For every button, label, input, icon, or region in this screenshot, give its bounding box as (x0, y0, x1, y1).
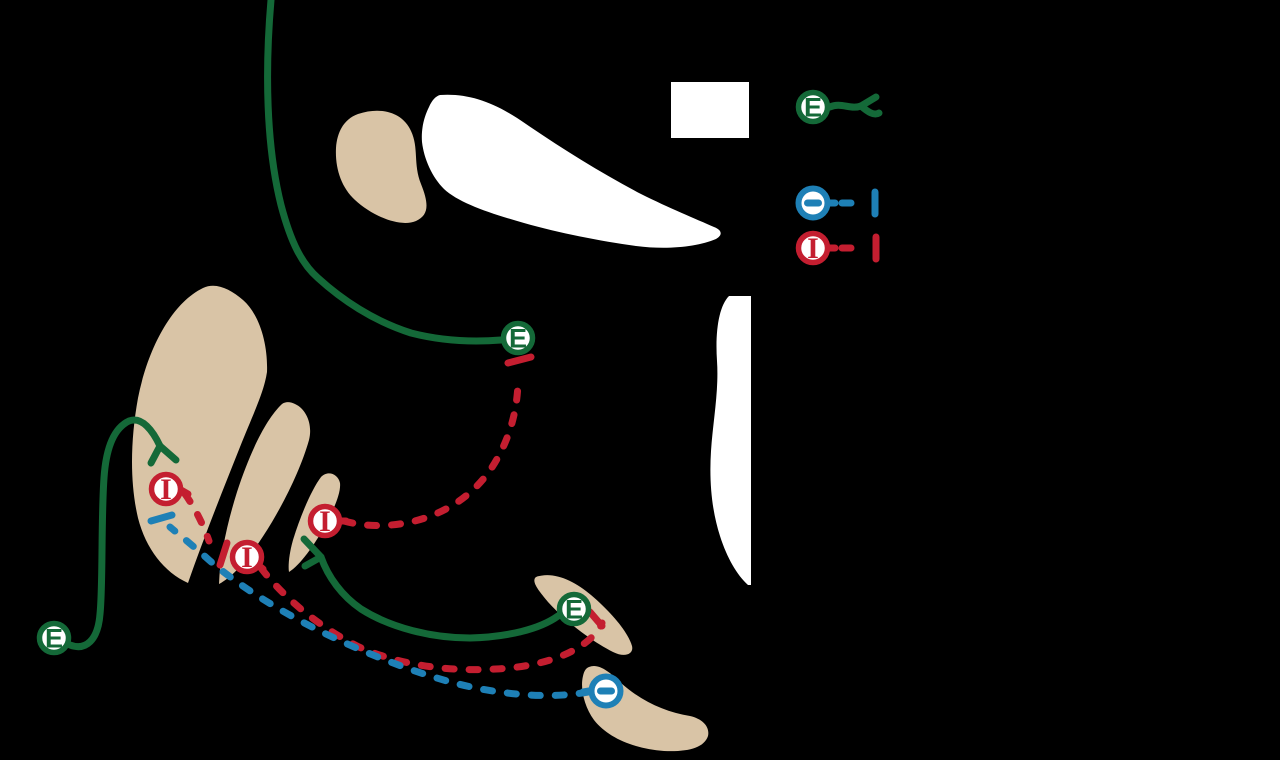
inhibitory-neuron-pallidum-ext-node: I (229, 539, 265, 575)
node-ring (36, 620, 72, 656)
node-ring (556, 591, 592, 627)
modulatory-axons (147, 188, 879, 699)
node-symbol: E (565, 595, 583, 625)
excitatory-axons (66, 0, 883, 650)
legend-modulatory-key (795, 185, 831, 221)
modulatory-neuron-nigra-node (588, 673, 624, 709)
lower-left-loop-fork (147, 442, 180, 467)
striatum-to-external-pallidum-terminal-bar (216, 539, 231, 569)
node-ring (795, 89, 831, 125)
external-pallidum-to-subthalamic-axon (257, 564, 606, 674)
top-arc-into-thalamic-node-axon (264, 0, 505, 345)
inhibitory-axons (177, 233, 880, 674)
node-symbol: I (160, 473, 172, 506)
legend: E I (795, 89, 831, 266)
node-symbol: E (509, 324, 527, 354)
minus-symbol (804, 199, 822, 207)
legend-inhibitory-key: I (795, 230, 831, 266)
pallidum-external-leaf (219, 402, 311, 584)
legend-symbol: I (807, 232, 819, 265)
legend-excitatory-axon (826, 101, 865, 111)
legend-swatch (671, 82, 749, 138)
lower-left-loop-axon (66, 416, 164, 650)
inhibitory-neuron-striatum-node: I (148, 471, 184, 507)
subthalamic-to-pallidum-fork (300, 535, 325, 570)
lateral-ventricle-shape (421, 94, 721, 248)
inhibitory-neuron-pallidum-int-node: I (307, 503, 343, 539)
excitatory-neuron-lower-left-node: E (36, 620, 72, 656)
internal-pallidum-to-thalamus-terminal-bar (504, 353, 535, 367)
node-ring (229, 539, 265, 575)
legend-excitatory-fork (857, 93, 883, 118)
caudate-blob (335, 110, 427, 223)
node-ring (500, 320, 536, 356)
node-ring (795, 230, 831, 266)
excitatory-neuron-subthalamic-node: E (556, 591, 592, 627)
subthalamic-to-pallidum-axon (317, 553, 562, 642)
node-ring (148, 471, 184, 507)
ventricle-shapes (421, 94, 751, 585)
external-pallidum-to-subthalamic-terminal-bar (586, 608, 606, 630)
third-ventricle-shape (710, 296, 751, 585)
excitatory-neuron-thalamus-node: E (500, 320, 536, 356)
node-ring (307, 503, 343, 539)
striatum-leaf (132, 285, 268, 583)
node-symbol: I (319, 505, 331, 538)
nigra-to-striatum-axon (166, 523, 592, 699)
legend-excitatory-key: E (795, 89, 831, 125)
minus-symbol (597, 687, 615, 695)
nigra-to-striatum-terminal-bar (147, 511, 176, 525)
legend-symbol: E (804, 93, 822, 123)
node-symbol: I (241, 541, 253, 574)
node-symbol: E (45, 624, 63, 654)
neuron-nodes: E E E I I I (36, 320, 624, 709)
striatum-to-external-pallidum-axon (181, 490, 213, 545)
internal-pallidum-to-thalamus-axon (340, 379, 522, 529)
